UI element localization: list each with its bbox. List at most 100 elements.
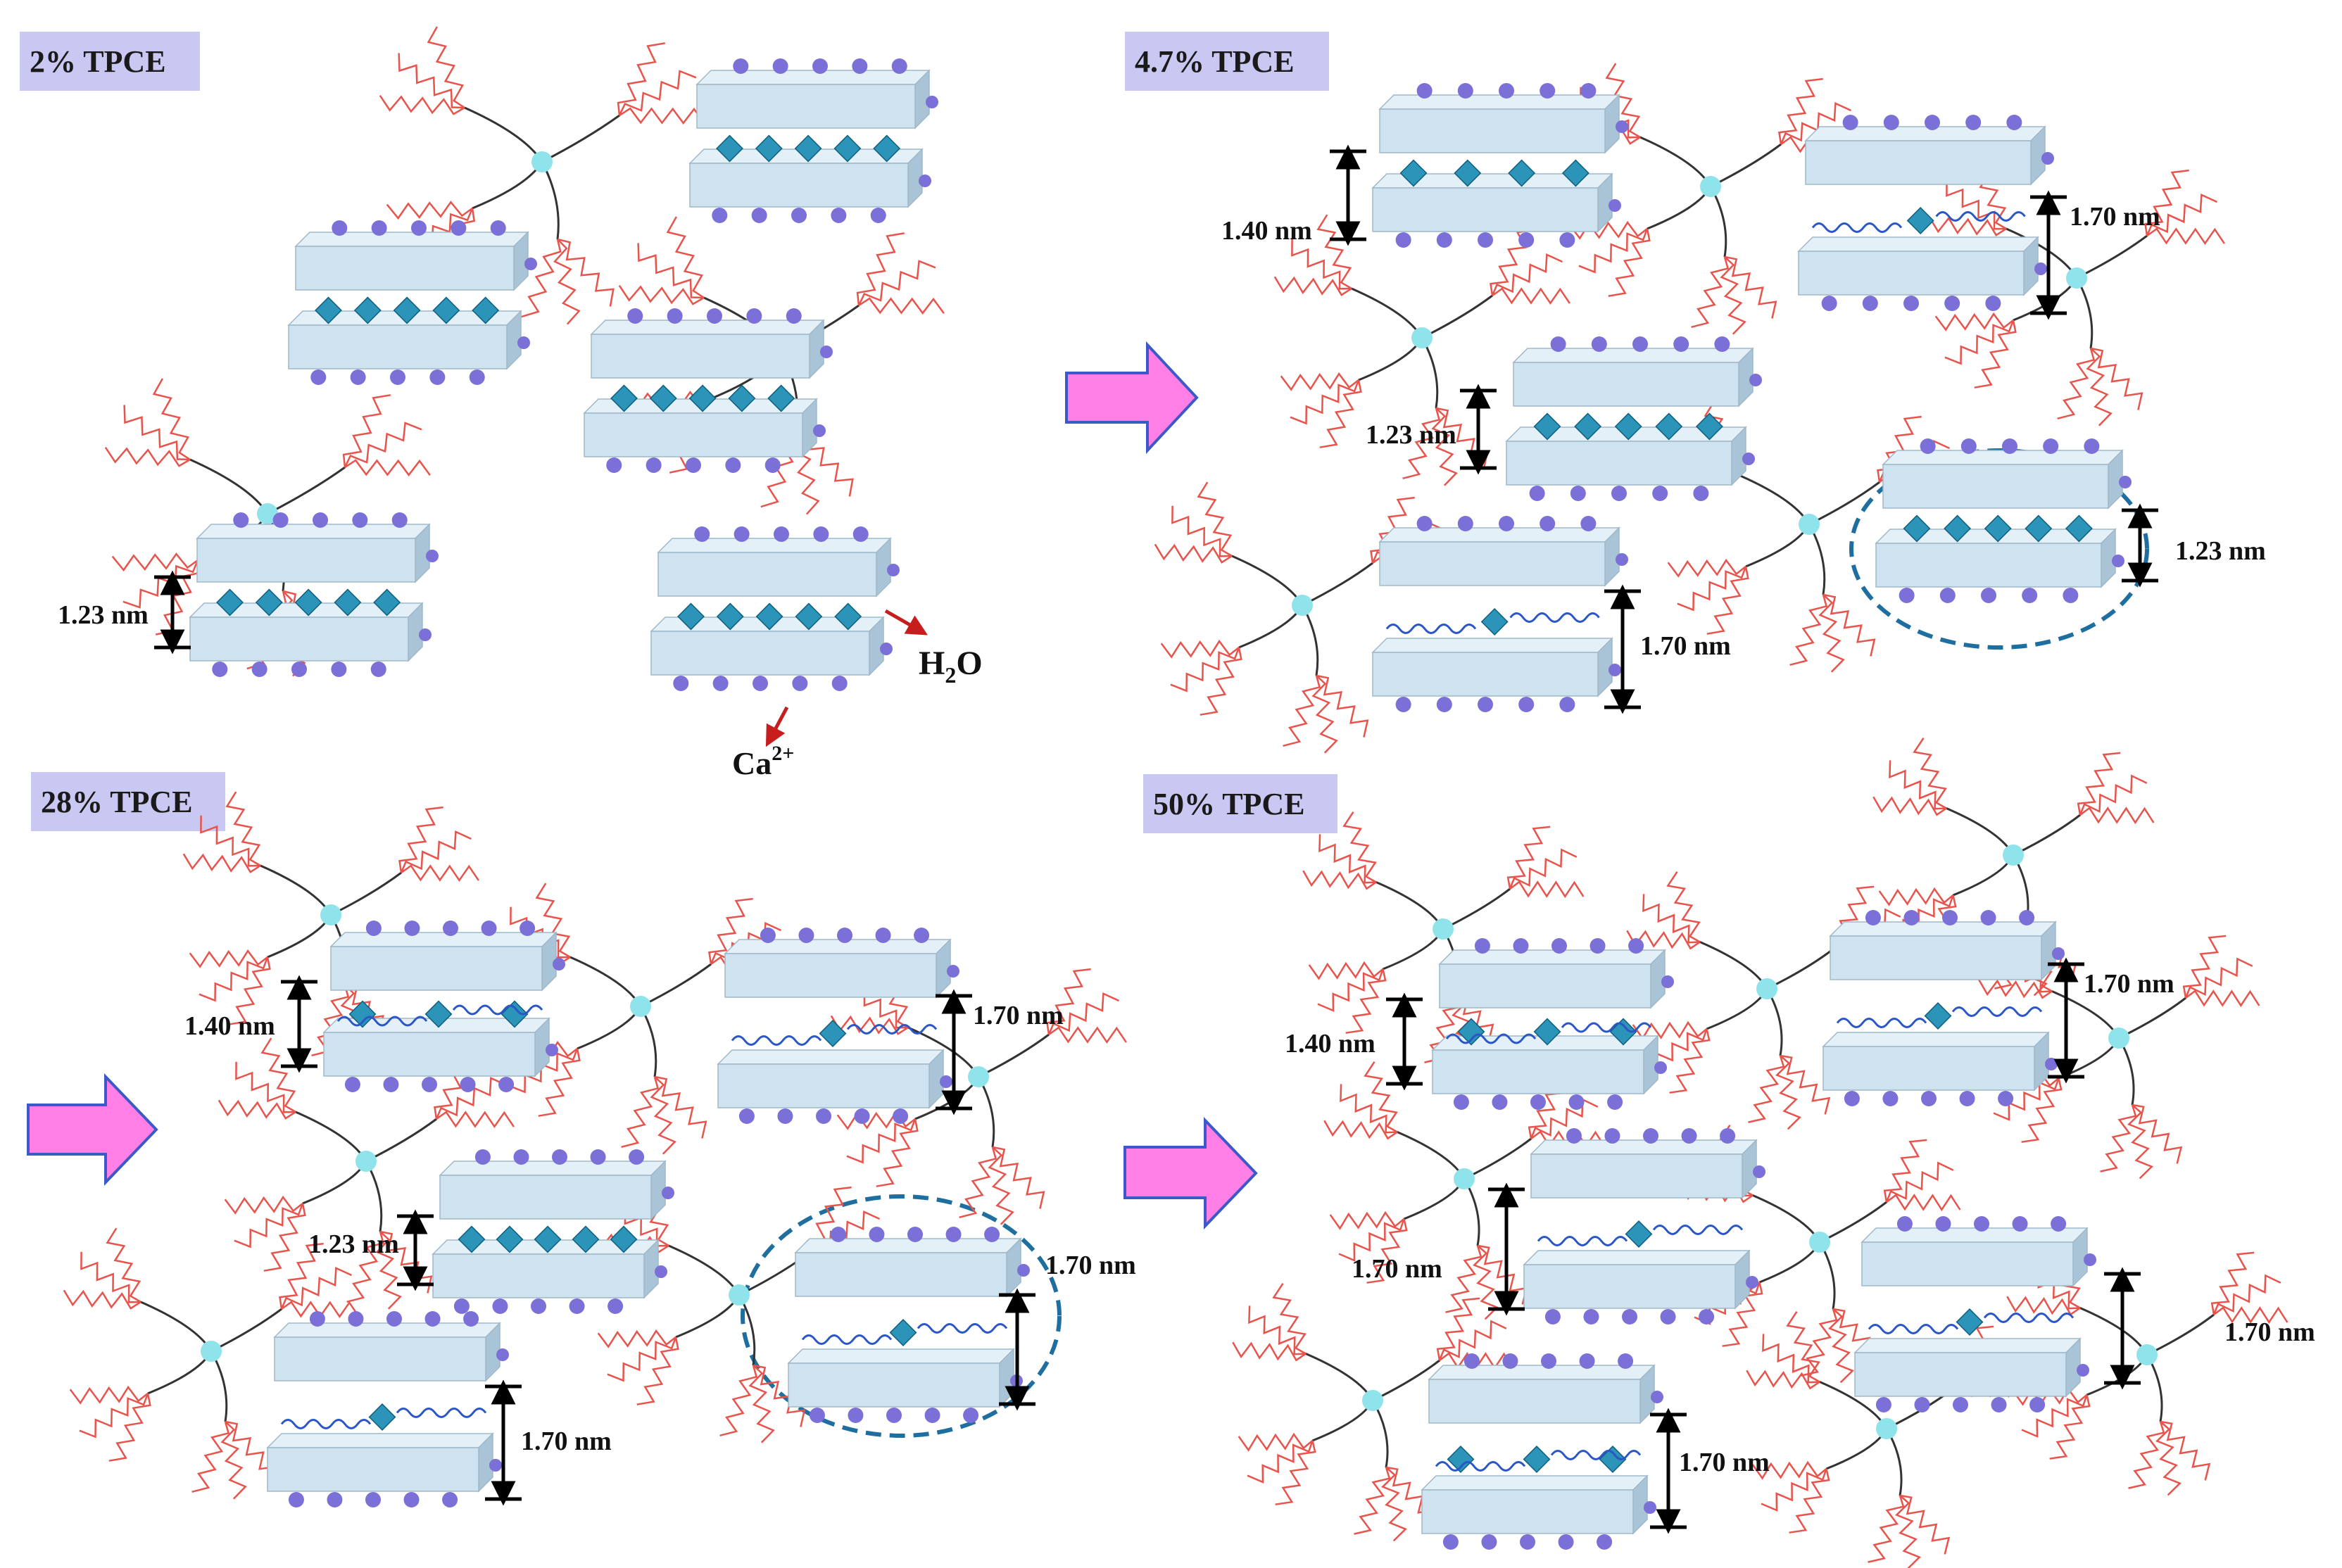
intercalated-polymer-chain <box>1537 1236 1628 1246</box>
ca-ion <box>774 526 789 542</box>
star-polymer-core <box>320 904 341 925</box>
intercalated-polymer-chain <box>1935 211 2026 222</box>
transition-arrow-2 <box>27 1073 158 1186</box>
ca-ion <box>1591 336 1607 352</box>
clay-layer-pair <box>650 526 900 691</box>
clay-layer-pair <box>787 1227 1030 1423</box>
water-molecule <box>373 588 401 617</box>
water-molecule <box>1523 1446 1551 1473</box>
ca-ion <box>1632 336 1648 352</box>
ca-ion <box>1875 1397 1891 1412</box>
ca-ion <box>725 457 741 473</box>
clay-layer-pair <box>717 928 959 1124</box>
ca-ion <box>733 58 749 74</box>
ca-ion <box>869 1227 885 1242</box>
water-molecule <box>348 1000 377 1028</box>
ca-ion <box>546 1044 558 1056</box>
star-polymer <box>218 1037 515 1310</box>
water-molecule <box>1956 1308 1984 1336</box>
ca-ion <box>2006 115 2022 130</box>
clay-layer-pair <box>1853 1216 2096 1412</box>
star-polymer-core <box>1411 327 1433 348</box>
clay-slab <box>787 1348 1023 1423</box>
highlight-circle-panel3 <box>741 1194 1062 1438</box>
ca-ion <box>1550 336 1566 352</box>
ca-ion <box>1661 975 1674 988</box>
water-molecule <box>728 384 756 412</box>
ca-ion <box>813 526 829 542</box>
ca-ion <box>809 1408 825 1423</box>
ca-ion <box>1965 115 1982 130</box>
ca-ion <box>1502 1353 1518 1369</box>
ca-ion <box>442 1492 458 1507</box>
ca-ion <box>1608 199 1621 212</box>
water-molecule <box>1695 412 1723 441</box>
ca-ion <box>429 369 446 385</box>
ca-ion <box>830 1227 846 1242</box>
ca-ion <box>332 220 348 236</box>
clay-layer-pair <box>1822 910 2065 1106</box>
ca-ion <box>474 1149 491 1165</box>
spacing-label: 1.70 nm <box>2070 202 2160 232</box>
star-polymer-core <box>1809 1232 1830 1253</box>
ca-ion <box>1651 1391 1663 1403</box>
ca-ion <box>370 662 386 677</box>
ca-ion <box>926 96 938 108</box>
water-molecule <box>1924 1002 1952 1030</box>
ca-ion <box>813 424 826 437</box>
ca-ion <box>738 1108 755 1124</box>
ca-ion <box>1821 296 1837 311</box>
ca-ion <box>1925 115 1940 130</box>
ca-ion <box>673 676 689 691</box>
water-molecule <box>1399 159 1428 187</box>
ca-ion <box>2045 1058 2058 1070</box>
ca-ion <box>1899 588 1915 603</box>
ca-ion <box>1942 910 1958 925</box>
ca-ion <box>1920 438 1936 454</box>
star-polymer-core <box>1433 918 1454 940</box>
ca-ion <box>1903 910 1920 925</box>
intercalated-polymer-chain <box>731 1035 822 1046</box>
star-polymer <box>1154 481 1451 754</box>
ca-ion <box>1580 83 1597 99</box>
ca-ion <box>1481 1534 1497 1550</box>
ca-ion <box>707 308 722 324</box>
ca-ion <box>1520 1534 1535 1550</box>
water-molecule <box>1574 412 1602 441</box>
water-molecule <box>873 134 901 163</box>
intercalated-polymer-chain <box>1811 222 1903 233</box>
ca-ion <box>1953 1397 1968 1412</box>
water-molecule <box>500 1000 529 1028</box>
ca-ion <box>350 369 366 385</box>
ca-ion <box>963 1408 979 1423</box>
ca-ion <box>1453 1094 1469 1110</box>
water-molecule <box>755 602 783 631</box>
clay-slab <box>432 1239 667 1314</box>
ca-ion <box>2022 588 2038 603</box>
ca-ion <box>1544 1309 1561 1324</box>
svg-text:4.7% TPCE: 4.7% TPCE <box>1135 44 1295 79</box>
water-molecule <box>755 134 783 163</box>
water-molecule <box>1447 1446 1475 1473</box>
ca-ion <box>1499 516 1514 531</box>
ca-ion <box>1959 1091 1975 1106</box>
water-molecule <box>1903 514 1931 543</box>
ca-ion <box>1518 232 1535 248</box>
ca-ion <box>331 662 347 677</box>
ca-ion <box>531 1298 546 1314</box>
ca-ion <box>746 308 762 324</box>
ca-ion <box>753 676 768 691</box>
ca-ion <box>383 1077 399 1092</box>
ca-ion <box>496 1348 509 1361</box>
ca-ion <box>786 308 802 324</box>
water-molecule <box>1561 159 1589 187</box>
ca-ion <box>798 928 814 943</box>
spacing-label: 1.70 nm <box>1640 631 1731 661</box>
clay-layer-pair <box>1431 938 1674 1110</box>
ca-ion <box>481 921 497 936</box>
ca-ion <box>1559 697 1575 712</box>
ca-ion <box>1985 296 2001 311</box>
ca-ion <box>1921 1091 1937 1106</box>
calcium-annotation: Ca2+ <box>732 706 794 781</box>
